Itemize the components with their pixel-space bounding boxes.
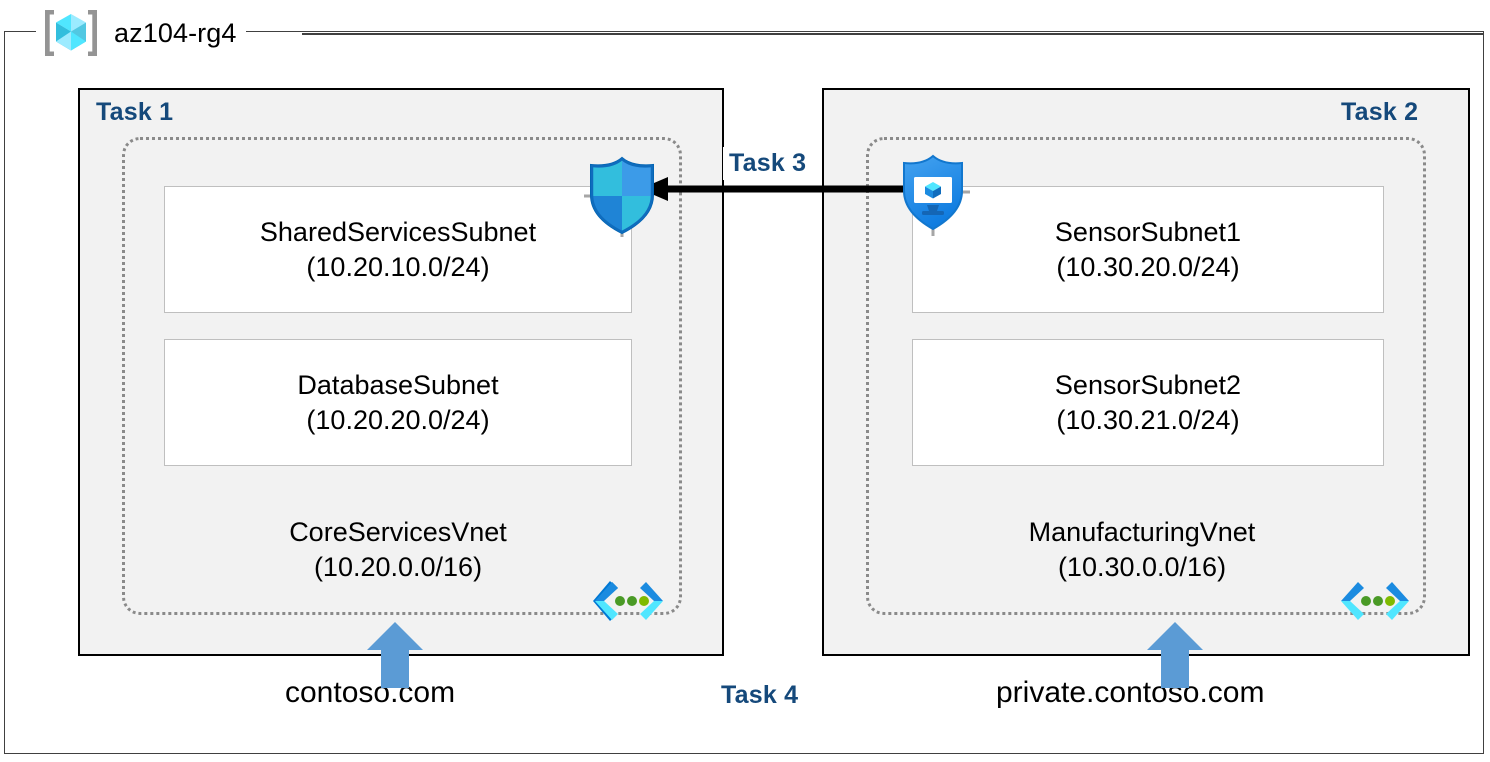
subnet-databasesubnet: DatabaseSubnet (10.20.20.0/24) [164,339,632,466]
vnet-name: ManufacturingVnet [1028,517,1256,547]
subnet-name: SensorSubnet2 [1054,369,1242,400]
task-2-label: Task 2 [1341,98,1419,126]
subnet-sensorsubnet1: SensorSubnet1 (10.30.20.0/24) [912,186,1384,313]
resource-group-title-rule [302,33,1484,35]
vnet-cidr: (10.20.0.0/16) [313,551,483,582]
frame-title-gap [35,32,465,38]
subnet-cidr: (10.20.20.0/24) [306,404,490,435]
manufacturingvnet-container [866,137,1426,615]
subnet-name: SensorSubnet1 [1054,216,1242,247]
dns-zone-private-contoso: private.contoso.com [996,676,1265,709]
coreservicesvnet-container [122,137,682,615]
subnet-cidr: (10.20.10.0/24) [306,251,490,282]
task-4-label: Task 4 [721,681,799,709]
subnet-sharedservicessubnet: SharedServicesSubnet (10.20.10.0/24) [164,186,632,313]
subnet-name: DatabaseSubnet [297,369,499,400]
subnet-sensorsubnet2: SensorSubnet2 (10.30.21.0/24) [912,339,1384,466]
resource-group-name: az104-rg4 [114,17,237,48]
resource-group-header: az104-rg4 [36,6,247,60]
vnet-name: CoreServicesVnet [289,517,507,547]
subnet-name: SharedServicesSubnet [259,216,537,247]
azure-firewall-shield-icon [584,156,654,237]
subnet-cidr: (10.30.21.0/24) [1056,404,1240,435]
azure-resource-group-icon [45,10,97,56]
task-1-label: Task 1 [96,98,174,126]
coreservicesvnet-label: CoreServicesVnet (10.20.0.0/16) [168,515,628,584]
dns-link-arrow-icon [367,622,423,688]
azure-protected-vm-shield-icon [903,154,970,236]
manufacturingvnet-label: ManufacturingVnet (10.30.0.0/16) [912,515,1372,584]
resource-group-frame [4,31,1484,754]
vnet-cidr: (10.30.0.0/16) [1057,551,1227,582]
subnet-cidr: (10.30.20.0/24) [1056,251,1240,282]
dns-zone-contoso: contoso.com [285,676,456,709]
task-3-label: Task 3 [723,147,813,180]
vnet-peering-icon [1341,582,1409,620]
vnet-peering-icon [593,581,663,621]
dns-link-arrow-icon [1147,622,1203,688]
